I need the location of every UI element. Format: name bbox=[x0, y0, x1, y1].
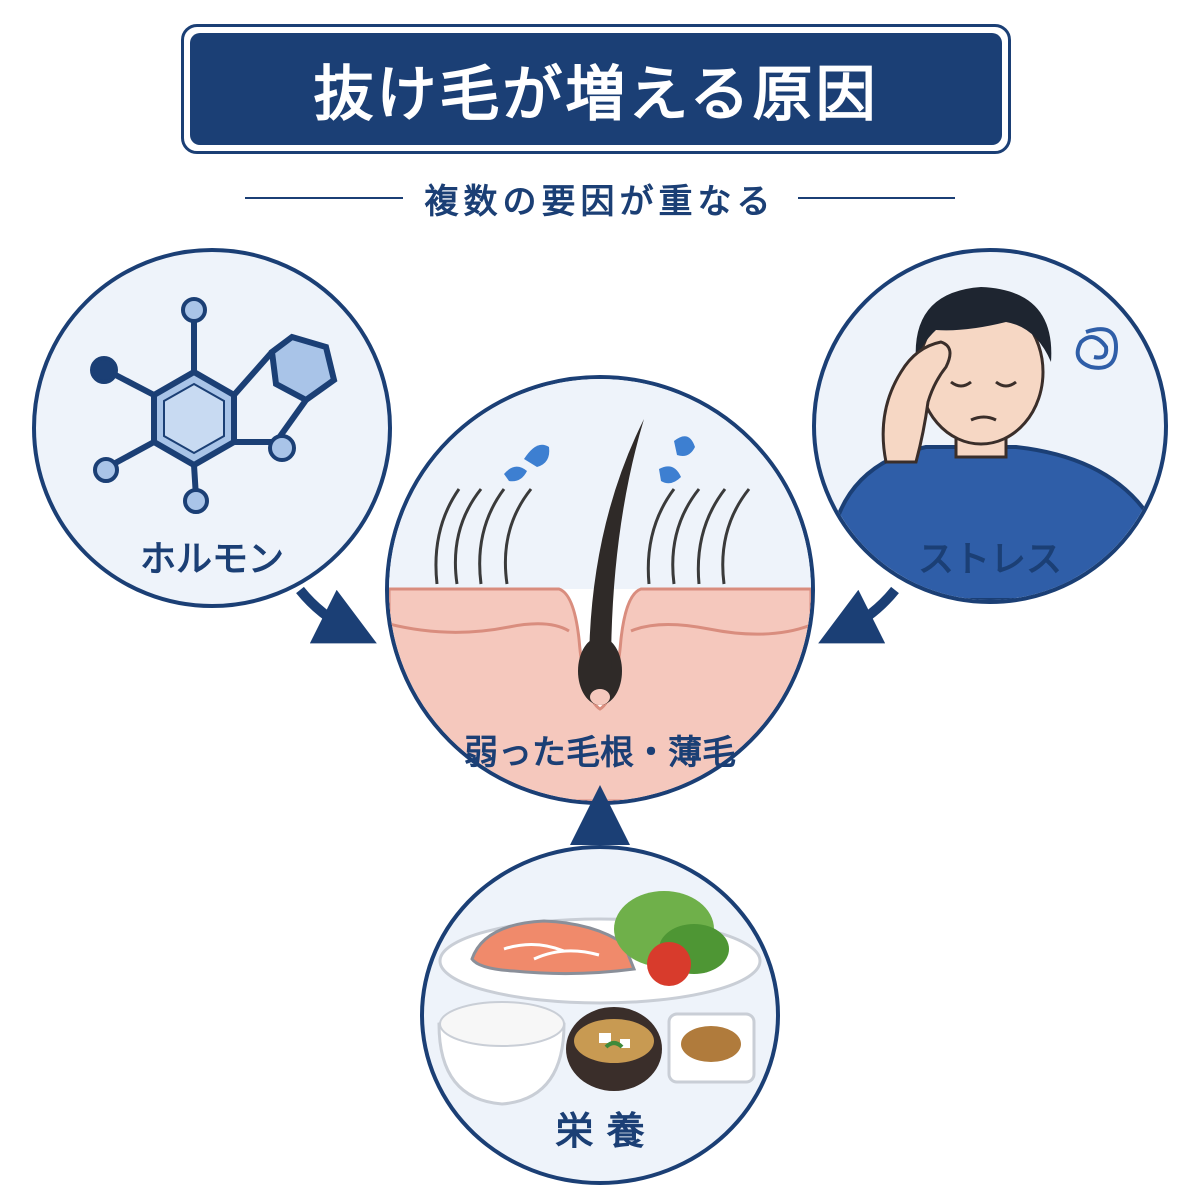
subtitle-row: 複数の要因が重なる bbox=[245, 168, 955, 228]
molecule-icon bbox=[90, 297, 338, 514]
subtitle-line-left bbox=[245, 197, 403, 199]
title-banner: 抜け毛が増える原因 bbox=[181, 24, 1011, 154]
stress-label: ストレス bbox=[917, 539, 1063, 580]
hormone-circle bbox=[32, 248, 392, 608]
subtitle-line-right bbox=[797, 197, 955, 199]
nutrition-circle bbox=[420, 845, 780, 1185]
nutrition-label: 栄 養 bbox=[555, 1109, 645, 1153]
hormone-label: ホルモン bbox=[139, 539, 285, 580]
stress-circle bbox=[812, 248, 1168, 604]
stressed-man-icon bbox=[823, 287, 1159, 600]
center-label: 弱った毛根・薄毛 bbox=[464, 733, 736, 773]
meal-icon bbox=[437, 891, 762, 1106]
subtitle: 複数の要因が重なる bbox=[424, 181, 776, 222]
stress-arrow bbox=[818, 586, 899, 644]
hormone-arrow bbox=[296, 586, 377, 644]
page-title: 抜け毛が増える原因 bbox=[190, 33, 1002, 145]
